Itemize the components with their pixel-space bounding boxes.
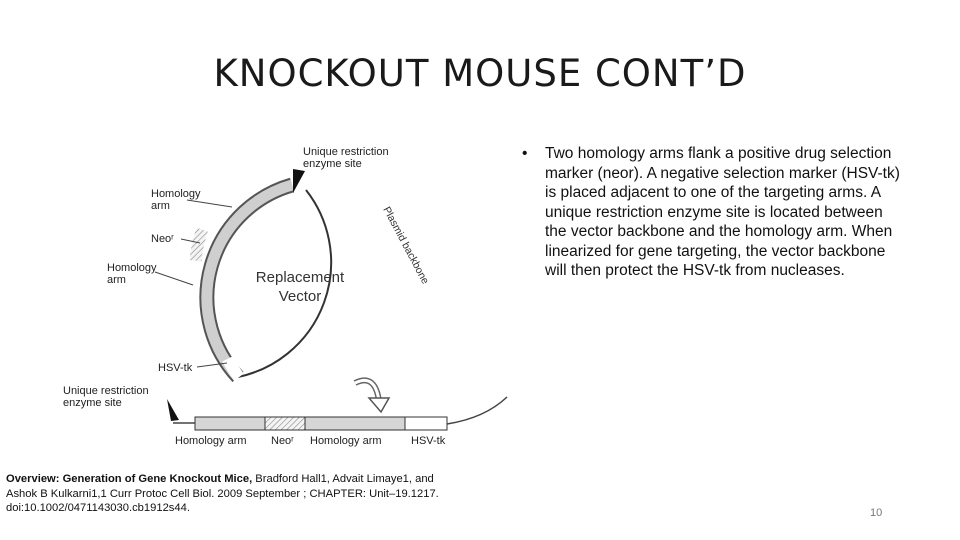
replacement-vector-diagram: Unique restriction enzyme site Homology … (55, 135, 515, 455)
label-homology-arm-1-line2: arm (151, 200, 170, 212)
bullet-text: Two homology arms flank a positive drug … (545, 145, 900, 279)
label-homology-arm-1-line1: Homology (151, 188, 201, 200)
leader-homology-arm-2 (154, 271, 194, 286)
linearization-arrow-head (367, 397, 391, 414)
label-neor: Neoʳ (151, 233, 174, 245)
citation-details: Bradford Hall1, Advait Limaye1, and Asho… (6, 473, 439, 514)
hsvtk-ring-segment (222, 356, 244, 381)
leader-neor (180, 238, 201, 244)
label-unique-restriction-bottom-line1: Unique restriction (63, 385, 149, 397)
bullet-marker: • (522, 145, 528, 162)
label-unique-restriction-bottom-line2: enzyme site (63, 397, 122, 409)
linear-label-neor: Neoʳ (271, 435, 294, 447)
label-unique-restriction-top-line1: Unique restriction (303, 146, 389, 158)
linear-label-homology-arm-left: Homology arm (175, 435, 247, 447)
linear-hsvtk-box (404, 416, 448, 431)
citation-title: Overview: Generation of Gene Knockout Mi… (6, 473, 253, 485)
leader-hsvtk (196, 362, 228, 368)
linearization-arrow-body-inner (354, 378, 381, 402)
linear-label-homology-arm-right: Homology arm (310, 435, 382, 447)
vector-inner-band (201, 179, 294, 381)
label-hsvtk: HSV-tk (158, 362, 193, 374)
label-unique-restriction-top-line2: enzyme site (303, 158, 362, 170)
bullet-item: • Two homology arms flank a positive dru… (522, 144, 902, 281)
linear-backbone-right (446, 396, 508, 425)
linear-label-hsvtk: HSV-tk (411, 435, 446, 447)
neo-ring-segment (189, 227, 208, 262)
page-number: 10 (870, 507, 883, 519)
restriction-site-bottom-marker (167, 399, 179, 421)
plasmid-backbone-line (237, 189, 333, 378)
linear-neor-box (264, 416, 306, 431)
bullet-list: • Two homology arms flank a positive dru… (522, 144, 902, 281)
linear-homology-arm-right-box (304, 416, 406, 431)
center-label-replacement: Replacement (256, 269, 345, 286)
label-plasmid-backbone: Plasmid backbone (380, 205, 431, 287)
slide-title: KNOCKOUT MOUSE CONT’D (213, 52, 747, 95)
citation: Overview: Generation of Gene Knockout Mi… (6, 472, 446, 516)
label-homology-arm-2-line1: Homology (107, 262, 157, 274)
restriction-site-top-marker (293, 169, 305, 193)
leader-homology-arm-1 (186, 199, 233, 208)
center-label-vector: Vector (279, 288, 322, 305)
linear-homology-arm-left-box (194, 416, 266, 431)
label-homology-arm-2-line2: arm (107, 274, 126, 286)
